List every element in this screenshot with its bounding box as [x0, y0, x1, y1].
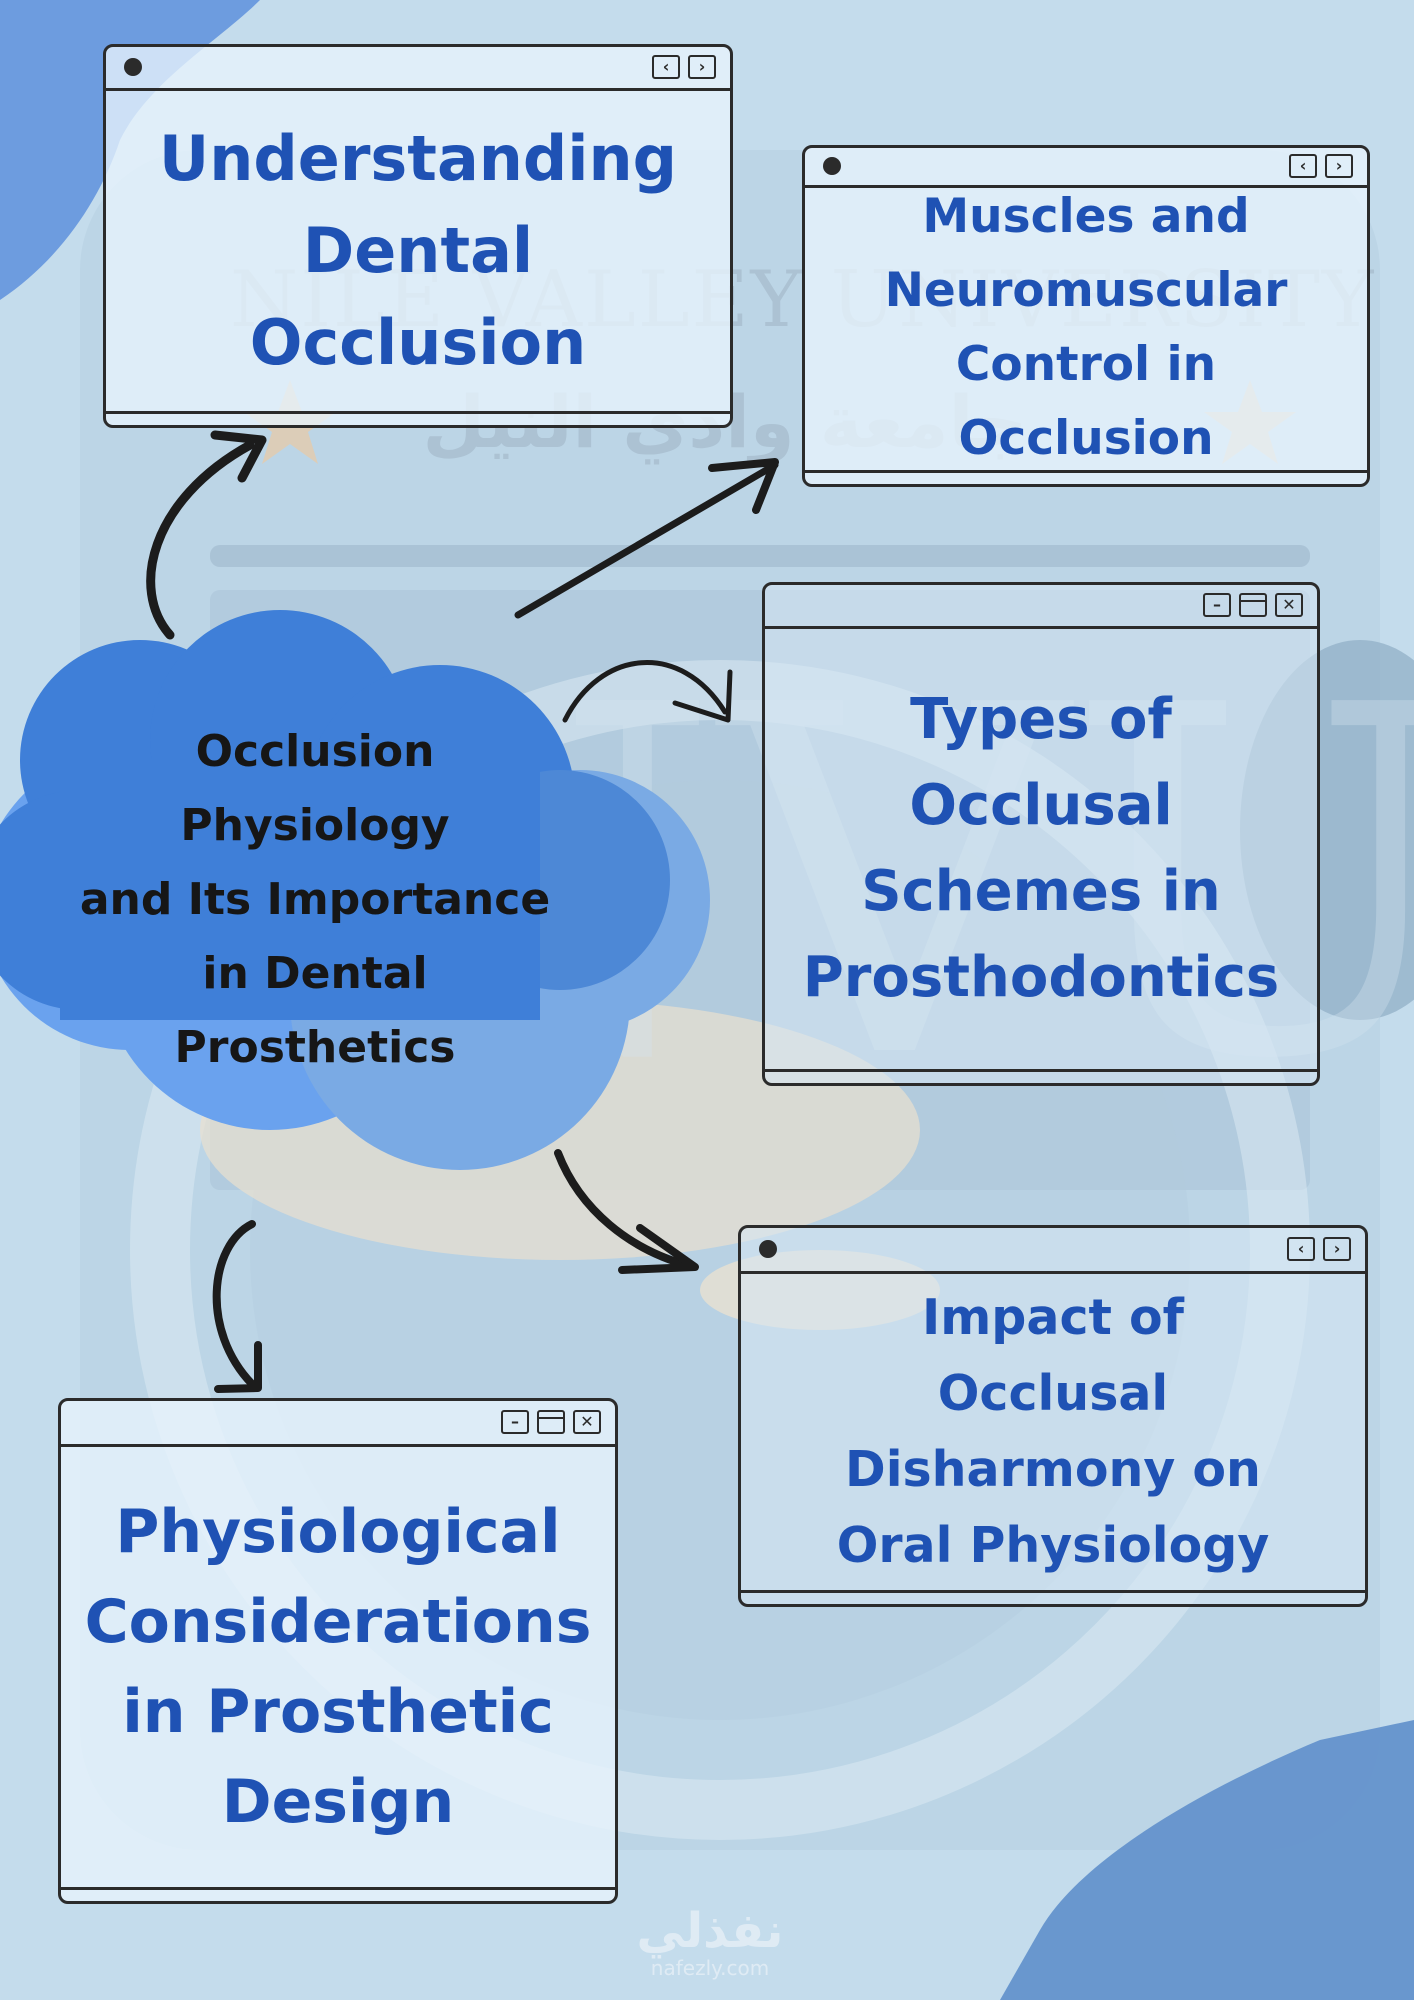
chevron-left-icon[interactable]: ‹: [1287, 1237, 1315, 1261]
window-footer: [61, 1887, 615, 1901]
chevron-left-icon[interactable]: ‹: [652, 55, 680, 79]
window-title-bar: ‹ ›: [106, 47, 730, 91]
chevron-left-icon[interactable]: ‹: [1289, 154, 1317, 178]
window-title-bar: ‹ ›: [805, 148, 1367, 188]
window-footer: [741, 1590, 1365, 1604]
window-physiological: – ✕ Physiological Considerations in Pros…: [58, 1398, 618, 1904]
window-impact: ‹ › Impact of Occlusal Disharmony on Ora…: [738, 1225, 1368, 1607]
window-title: Understanding Dental Occlusion: [158, 122, 678, 379]
center-cloud: [0, 610, 710, 1170]
window-title-bar: ‹ ›: [741, 1228, 1365, 1274]
close-icon[interactable]: ✕: [573, 1410, 601, 1434]
window-title: Physiological Considerations in Prosthet…: [84, 1497, 592, 1837]
maximize-icon[interactable]: [537, 1410, 565, 1434]
window-title: Impact of Occlusal Disharmony on Oral Ph…: [836, 1289, 1270, 1574]
window-footer: [805, 470, 1367, 484]
chevron-right-icon[interactable]: ›: [688, 55, 716, 79]
window-understanding: ‹ › Understanding Dental Occlusion: [103, 44, 733, 428]
central-topic: Occlusion Physiology and Its Importance …: [79, 726, 551, 1073]
window-title-bar: – ✕: [765, 585, 1317, 629]
close-icon[interactable]: ✕: [1275, 593, 1303, 617]
window-title-bar: – ✕: [61, 1401, 615, 1447]
window-dot-icon: [759, 1240, 777, 1258]
watermark-site-url: nafezly.com: [650, 1956, 770, 1980]
window-dot-icon: [124, 58, 142, 76]
window-footer: [765, 1069, 1317, 1083]
minimize-icon[interactable]: –: [501, 1410, 529, 1434]
window-dot-icon: [823, 157, 841, 175]
watermark-site: نفذلي nafezly.com: [600, 1905, 820, 1979]
window-muscles: ‹ › Muscles and Neuromuscular Control in…: [802, 145, 1370, 487]
window-title: Types of Occlusal Schemes in Prosthodont…: [802, 687, 1280, 1010]
window-footer: [106, 411, 730, 425]
window-title: Muscles and Neuromuscular Control in Occ…: [884, 189, 1288, 466]
window-types: – ✕ Types of Occlusal Schemes in Prostho…: [762, 582, 1320, 1086]
chevron-right-icon[interactable]: ›: [1325, 154, 1353, 178]
watermark-site-arabic: نفذلي: [636, 1903, 784, 1959]
minimize-icon[interactable]: –: [1203, 593, 1231, 617]
chevron-right-icon[interactable]: ›: [1323, 1237, 1351, 1261]
maximize-icon[interactable]: [1239, 593, 1267, 617]
